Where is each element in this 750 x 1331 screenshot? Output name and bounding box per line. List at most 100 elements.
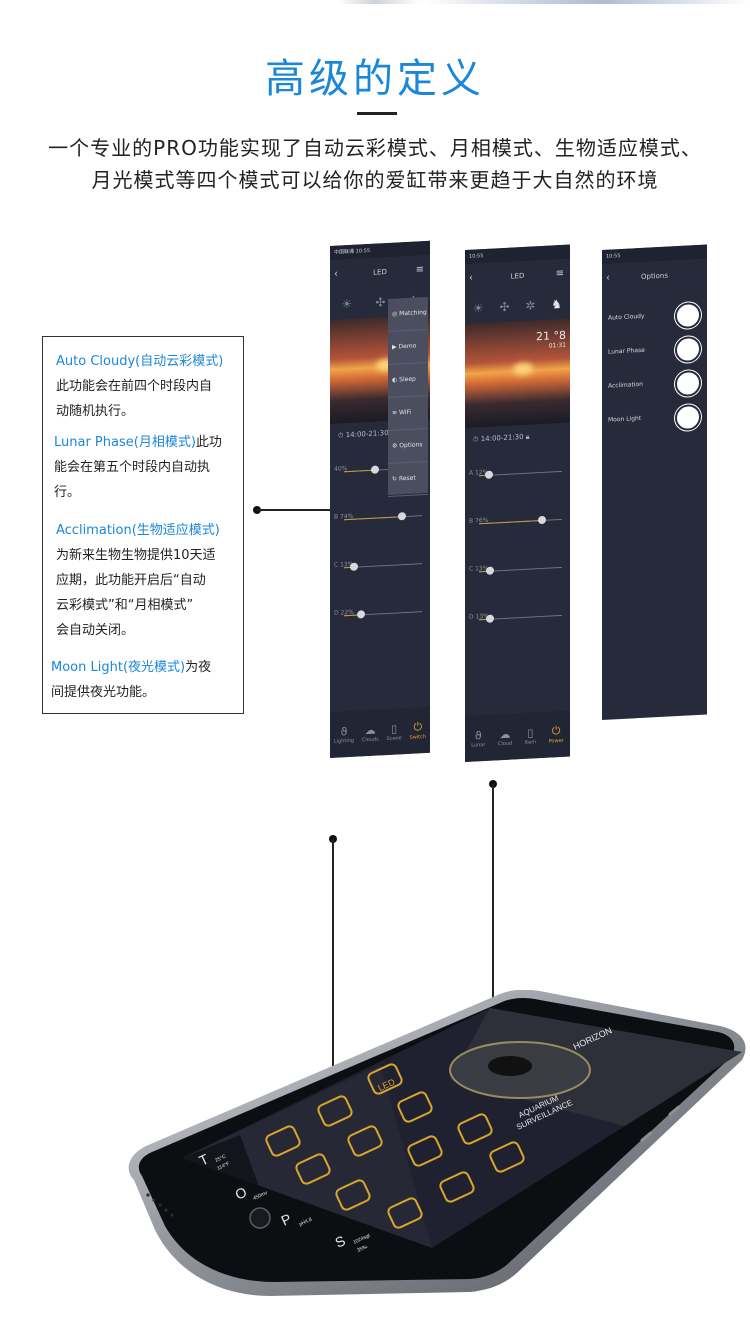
back-icon[interactable]: ‹ xyxy=(334,268,338,280)
back-icon[interactable]: ‹ xyxy=(606,272,610,284)
power-icon: ⏻ xyxy=(551,723,561,738)
option-label: Acclimation xyxy=(608,380,643,390)
lunar-phase-toggle[interactable] xyxy=(675,335,701,364)
fish-icon[interactable]: ✣ xyxy=(499,299,510,315)
slider-channel-4[interactable]: D 22% xyxy=(330,587,430,640)
lunar-phase-section: Lunar Phase(月相模式)此功 能会在第五个时段内自动执 行。 xyxy=(54,430,222,505)
tab-label: Power xyxy=(548,737,564,745)
cloud-icon: ☁ xyxy=(364,723,376,737)
led-screen-main: 10:55 ‹ LED ≡ ☀ ✣ ✲ ♞ 21 °8 01:31 ⏱ 14:0… xyxy=(465,244,570,762)
header-title: LED xyxy=(373,268,387,277)
menu-item-demo[interactable]: ▶ Demo xyxy=(388,329,428,365)
header-title: LED xyxy=(510,271,525,281)
lighting-icon: ϑ xyxy=(340,724,348,738)
connector-line-right xyxy=(492,784,494,1010)
menu-item-sleep[interactable]: ◐ Sleep xyxy=(388,362,428,398)
menu-item-label: Options xyxy=(399,441,423,450)
acclimation-desc-3: 云彩模式”和“月相模式” xyxy=(56,598,194,613)
app-icon-calendar[interactable] xyxy=(335,1179,371,1212)
rabbit-icon[interactable]: ♞ xyxy=(551,296,563,312)
app-icon-flask[interactable] xyxy=(317,1095,353,1128)
slider-knob[interactable] xyxy=(397,512,406,521)
menu-item-reset[interactable]: ↻ Reset xyxy=(388,461,428,497)
slider-knob[interactable] xyxy=(350,562,359,571)
app-icon-led[interactable] xyxy=(367,1063,403,1096)
menu-item-wifi[interactable]: ≋ WiFi xyxy=(388,395,428,431)
slider-knob[interactable] xyxy=(538,515,547,525)
slider-knob[interactable] xyxy=(357,610,366,619)
sun-icon[interactable]: ☀ xyxy=(341,296,353,312)
menu-item-label: Demo xyxy=(398,342,417,351)
moon-light-section: Moon Light(夜光模式)为夜 间提供夜光功能。 xyxy=(51,655,211,705)
slider-channel-2[interactable]: B 74% xyxy=(330,491,430,544)
sun-icon[interactable]: ☀ xyxy=(472,301,484,316)
tab-cloud[interactable]: ☁Cloud xyxy=(498,727,512,747)
app-icon-pump[interactable] xyxy=(407,1135,443,1168)
led-screen-dropdown: 中国联通 10:55 ‹ LED ≡ ☀ ✣ ✲ ⏱ 14:00-21:30 4… xyxy=(330,240,430,758)
lunar-desc-2: 能会在第五个时段内自动执 xyxy=(54,460,211,475)
auto-cloudy-toggle[interactable] xyxy=(675,301,701,330)
tab-item[interactable]: ▯Item xyxy=(525,725,536,745)
option-acclimation: Acclimation xyxy=(602,364,707,404)
slider-channel-2[interactable]: B 76% xyxy=(465,494,570,548)
app-icon-fan[interactable] xyxy=(347,1125,383,1158)
tab-scene[interactable]: ▯Scene xyxy=(387,722,402,742)
page-title: 高级的定义 xyxy=(265,56,485,102)
app-icon-doser[interactable] xyxy=(457,1113,493,1146)
menu-icon[interactable]: ≡ xyxy=(415,264,424,276)
home-button[interactable] xyxy=(249,1207,271,1229)
slider-channel-4[interactable]: D 13% xyxy=(465,590,570,644)
connector-line-box xyxy=(257,509,333,511)
header-title: Options xyxy=(640,271,668,281)
menu-item-options[interactable]: ⚙ Options xyxy=(388,428,428,464)
menu-item-label: Reset xyxy=(398,474,416,483)
menu-item-matching[interactable]: ◎ Matching xyxy=(388,296,428,332)
app-icon-notes[interactable] xyxy=(387,1197,423,1230)
back-icon[interactable]: ‹ xyxy=(469,272,473,284)
app-icon-radiation[interactable] xyxy=(265,1125,301,1158)
slider-channel-3[interactable]: C 13% xyxy=(330,539,430,592)
subtitle-line-2: 月光模式等四个模式可以给你的爱缸带来更趋于大自然的环境 xyxy=(91,168,659,192)
slider-channel-1[interactable]: A 12% xyxy=(465,446,570,500)
tab-power[interactable]: ⏻Power xyxy=(549,724,564,745)
app-icon-camera[interactable] xyxy=(397,1091,433,1124)
title-divider xyxy=(357,112,397,115)
lock-icon[interactable]: 🔒︎ xyxy=(525,432,530,441)
slider-knob[interactable] xyxy=(484,470,493,479)
tab-switch[interactable]: ⏻Switch xyxy=(410,720,427,741)
tab-label: Lighting xyxy=(333,737,355,745)
slider-channel-3[interactable]: C 13% xyxy=(465,542,570,596)
top-gradient-strip xyxy=(0,0,750,4)
tab-clouds[interactable]: ☁Clouds xyxy=(362,723,379,743)
screen-header: ‹ LED ≡ xyxy=(330,255,430,290)
app-icon-monitor[interactable] xyxy=(295,1153,331,1186)
menu-icon[interactable]: ≡ xyxy=(555,267,564,280)
menu-item-label: Matching xyxy=(399,308,427,318)
app-icon-sensor[interactable] xyxy=(489,1141,525,1174)
device-icon: ▯ xyxy=(527,725,534,740)
slider-knob[interactable] xyxy=(485,614,494,623)
moon-light-toggle[interactable] xyxy=(675,403,701,432)
volume-button-2[interactable] xyxy=(668,1105,681,1116)
coral-icon[interactable]: ✲ xyxy=(525,298,536,313)
clock-readout: 21 °8 01:31 xyxy=(536,329,566,351)
auto-cloudy-desc-1: 此功能会在前四个时段内自 xyxy=(56,379,213,394)
auto-cloudy-desc-2: 动随机执行。 xyxy=(56,404,135,419)
acclimation-section: Acclimation(生物适应模式) 为新来生物生物提供10天适 应期，此功能… xyxy=(56,518,220,643)
slider-knob[interactable] xyxy=(485,566,494,575)
fish-icon[interactable]: ✣ xyxy=(375,295,386,310)
timer-text: 14:00-21:30 xyxy=(345,428,389,440)
acclimation-desc-2: 应期，此功能开启后“自动 xyxy=(56,573,206,588)
acclimation-title: Acclimation(生物适应模式) xyxy=(56,523,220,538)
acclimation-toggle[interactable] xyxy=(675,369,701,398)
option-label: Lunar Phase xyxy=(608,346,645,356)
volume-button[interactable] xyxy=(640,1131,653,1142)
options-screen: 10:55 ‹ Options Auto Cloudy Lunar Phase … xyxy=(602,244,707,720)
lunar-desc-1: 此功 xyxy=(195,435,222,450)
moon-desc-1: 为夜 xyxy=(185,660,212,675)
slider-knob[interactable] xyxy=(371,465,380,474)
app-icon-thermometer[interactable] xyxy=(439,1171,475,1204)
